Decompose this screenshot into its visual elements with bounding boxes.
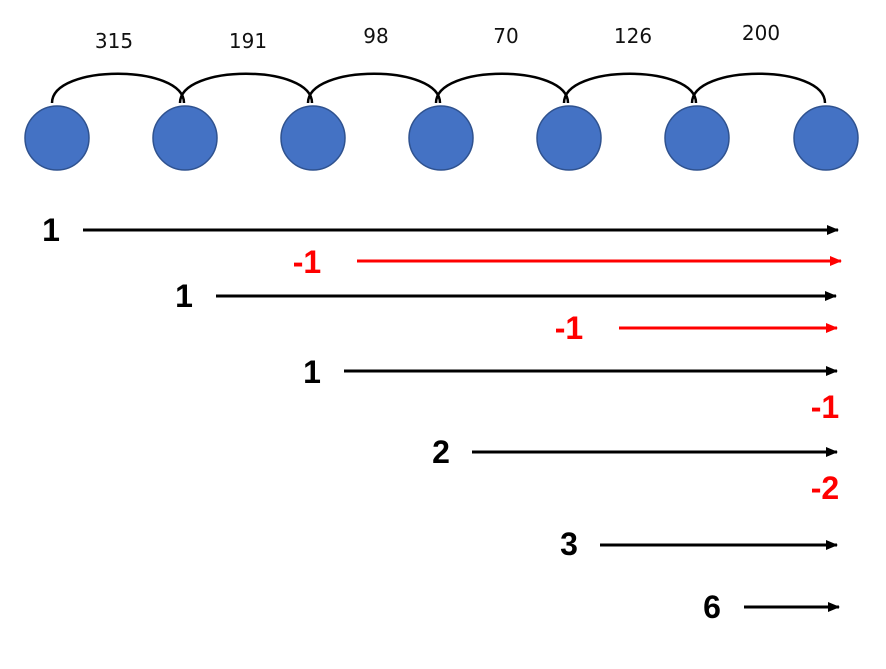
arrow-row: 1 bbox=[303, 354, 838, 390]
edge-weight-label: 70 bbox=[493, 24, 518, 48]
node-circle bbox=[152, 105, 218, 171]
arrow-row: 3 bbox=[560, 526, 838, 562]
arrow-value-label: 3 bbox=[560, 526, 578, 562]
edge-weight-label: 126 bbox=[614, 24, 652, 48]
node-circle bbox=[793, 105, 859, 171]
arrow-value-label: 2 bbox=[432, 434, 450, 470]
edge-weight-label: 191 bbox=[229, 29, 267, 53]
edge-arc bbox=[50, 72, 186, 104]
arrow-value-label: -1 bbox=[811, 389, 839, 425]
arrow-row: 2 bbox=[432, 434, 838, 470]
edge-arc bbox=[690, 72, 827, 104]
edge-weight-label: 200 bbox=[742, 21, 780, 45]
arrow-row: -1 bbox=[293, 244, 842, 280]
edge-arc bbox=[434, 72, 570, 104]
edge-weight-label: 315 bbox=[95, 29, 133, 53]
arrow-row: -2 bbox=[811, 470, 839, 506]
node-circle bbox=[664, 105, 730, 171]
arrow-value-label: 1 bbox=[303, 354, 321, 390]
node-circle bbox=[408, 105, 474, 171]
node-circle bbox=[24, 105, 90, 171]
arrow-row: 6 bbox=[703, 589, 840, 625]
edge-arc bbox=[306, 72, 442, 104]
arrow-row: 1 bbox=[42, 212, 839, 248]
edge-arcs bbox=[50, 72, 827, 104]
arrow-row: 1 bbox=[175, 278, 837, 314]
node-row bbox=[24, 105, 859, 171]
arrow-row: -1 bbox=[811, 389, 839, 425]
edge-arc bbox=[562, 72, 698, 104]
node-circle bbox=[280, 105, 346, 171]
edge-arc bbox=[178, 72, 314, 104]
arrow-value-label: 6 bbox=[703, 589, 721, 625]
arrow-value-label: 1 bbox=[42, 212, 60, 248]
node-circle bbox=[536, 105, 602, 171]
arrow-row: -1 bbox=[555, 310, 838, 346]
edge-weight-label: 98 bbox=[363, 24, 388, 48]
edge-weights: 315 191 98 70 126 200 bbox=[95, 21, 780, 53]
arrow-value-label: 1 bbox=[175, 278, 193, 314]
arrow-rows: 1 -1 1 -1 1 -1 2 -2 3 6 bbox=[42, 212, 842, 625]
arrow-value-label: -1 bbox=[293, 244, 321, 280]
arrow-value-label: -2 bbox=[811, 470, 839, 506]
arrow-value-label: -1 bbox=[555, 310, 583, 346]
